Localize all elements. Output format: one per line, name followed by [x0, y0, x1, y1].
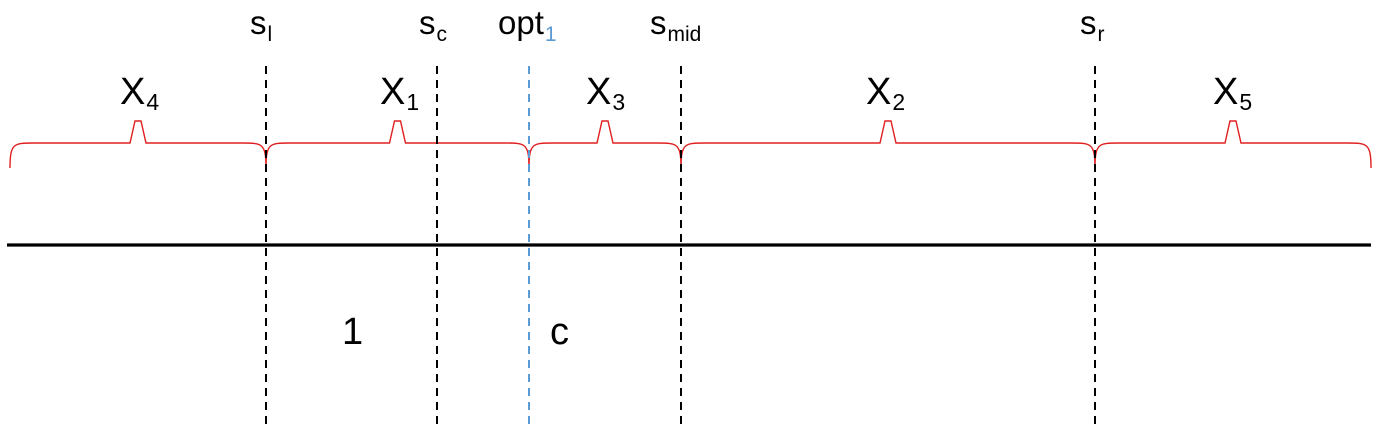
x3-label: X3: [586, 71, 625, 115]
s-l-label: sl: [250, 4, 272, 46]
x2-label: X2: [866, 71, 905, 115]
s-r-label: sr: [1080, 4, 1105, 46]
x2-brace: [680, 120, 1096, 169]
s-r-subscript: r: [1098, 23, 1105, 46]
opt-1-subscript: 1: [545, 23, 557, 46]
s-c-label: sc: [419, 4, 447, 46]
x5-label: X5: [1213, 71, 1252, 115]
s-c-subscript: c: [437, 23, 448, 46]
braces-layer: [9, 120, 1372, 169]
x4-brace: [9, 120, 267, 169]
s-mid-label: smid: [650, 4, 701, 46]
region-c-label: c: [550, 311, 569, 353]
x2-subscript: 2: [892, 89, 905, 115]
markers-layer: [265, 66, 1096, 428]
region-one-label: 1: [342, 311, 363, 353]
s-mid-subscript: mid: [668, 23, 702, 46]
x4-label: X4: [120, 71, 159, 115]
x1-subscript: 1: [406, 89, 419, 115]
x1-label: X1: [380, 71, 419, 115]
s-l-subscript: l: [268, 23, 273, 46]
x5-subscript: 5: [1239, 89, 1252, 115]
x3-brace: [528, 120, 682, 169]
x4-subscript: 4: [146, 89, 159, 115]
x3-subscript: 3: [612, 89, 625, 115]
x1-brace: [265, 120, 530, 169]
x5-brace: [1094, 120, 1372, 169]
opt-1-label: opt1: [498, 4, 557, 46]
